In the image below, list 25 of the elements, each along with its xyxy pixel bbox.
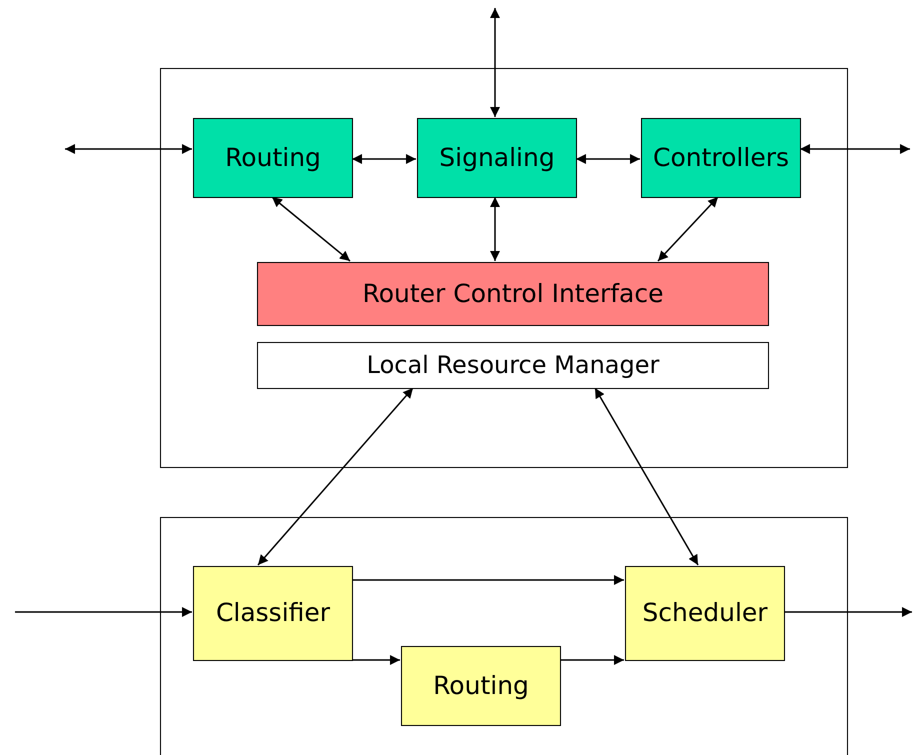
container-box [160,517,848,755]
arrow [15,607,192,617]
arrow [272,196,350,262]
arrow [65,144,192,154]
arrow [352,154,416,164]
arrow [490,197,500,261]
arrow [560,655,624,665]
arrow [576,154,640,164]
process-box: Routing [401,646,561,726]
arrow [800,144,910,154]
arrow [594,388,699,566]
process-box: Classifier [193,566,353,661]
process-box: Local Resource Manager [257,342,769,389]
arrow [490,8,500,117]
arrow [257,388,414,566]
process-box: Controllers [641,118,801,198]
arrow [657,196,719,262]
container-box [160,68,848,468]
process-box: Router Control Interface [257,262,769,326]
process-box: Scheduler [625,566,785,661]
arrow [352,575,624,585]
arrow [784,607,912,617]
arrow [352,655,400,665]
process-box: Signaling [417,118,577,198]
process-box: Routing [193,118,353,198]
